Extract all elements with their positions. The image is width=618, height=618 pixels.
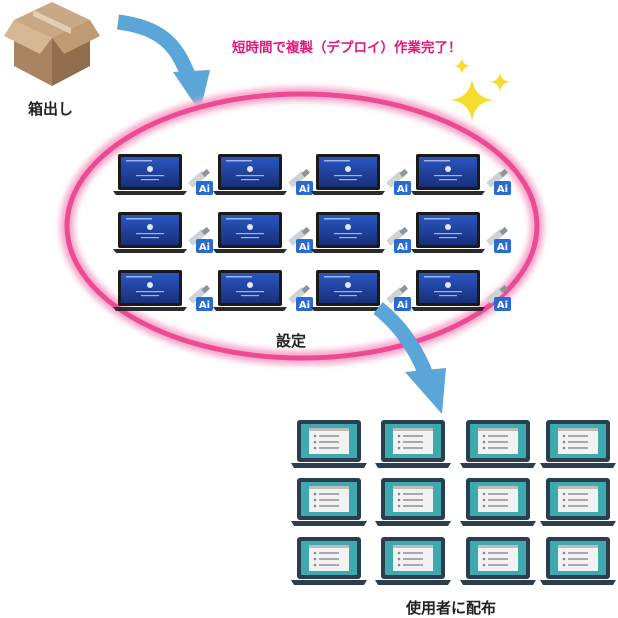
setup-ellipse (60, 87, 544, 365)
ai-badge-icon: Ai (394, 297, 411, 311)
delivered-laptop-icon (460, 478, 536, 526)
usb-drive-icon (188, 226, 210, 246)
usb-drive-icon (188, 284, 210, 304)
delivered-laptop-icon (540, 478, 616, 526)
setup-laptop-icon (113, 154, 187, 195)
ai-badge-icon: Ai (494, 297, 511, 311)
delivered-laptop-icon (291, 420, 367, 468)
distribute-label: 使用者に配布 (406, 599, 497, 617)
headline-text: 短時間で複製（デプロイ）作業完了！ (232, 40, 462, 56)
delivered-laptop-icon (375, 537, 451, 585)
setup-laptop-icon (311, 154, 385, 195)
ai-badge-icon: Ai (296, 181, 313, 195)
ai-badge-icon: Ai (196, 239, 213, 253)
delivered-laptop-icon (540, 537, 616, 585)
delivered-laptop-icon (540, 420, 616, 468)
svg-text:Ai: Ai (299, 300, 310, 311)
ai-badge-icon: Ai (394, 239, 411, 253)
delivered-laptop-icon (291, 478, 367, 526)
setup-laptop-icon (213, 212, 287, 253)
usb-drive-icon (288, 284, 310, 304)
svg-text:Ai: Ai (199, 300, 210, 311)
ai-badge-icon: Ai (296, 239, 313, 253)
setup-laptop-icon (411, 270, 485, 311)
svg-text:Ai: Ai (397, 300, 408, 311)
usb-drive-icon (386, 284, 408, 304)
svg-text:Ai: Ai (497, 242, 508, 253)
shipping-label: 箱出し (28, 100, 74, 118)
delivered-laptop-grid (291, 420, 616, 585)
ai-badge-icon: Ai (494, 239, 511, 253)
setup-laptop-icon (113, 270, 187, 311)
arrow-box-to-setup (116, 14, 210, 112)
usb-drive-icon (486, 284, 508, 304)
setup-laptop-icon (213, 154, 287, 195)
cardboard-box-icon (4, 2, 100, 86)
usb-drive-icon (288, 168, 310, 188)
delivered-laptop-icon (375, 478, 451, 526)
ai-badge-icon: Ai (196, 181, 213, 195)
setup-laptop-icon (113, 212, 187, 253)
usb-drive-icon (486, 168, 508, 188)
svg-text:Ai: Ai (199, 184, 210, 195)
setup-laptop-icon (411, 212, 485, 253)
svg-text:Ai: Ai (299, 242, 310, 253)
ai-badge-icon: Ai (494, 181, 511, 195)
usb-drive-icon (386, 226, 408, 246)
setup-laptop-icon (411, 154, 485, 195)
arrow-setup-to-users (373, 302, 446, 414)
svg-text:Ai: Ai (397, 242, 408, 253)
svg-text:Ai: Ai (299, 184, 310, 195)
setup-laptop-icon (311, 270, 385, 311)
ai-badge-icon: Ai (394, 181, 411, 195)
svg-text:Ai: Ai (497, 300, 508, 311)
delivered-laptop-icon (460, 537, 536, 585)
usb-drive-icon (386, 168, 408, 188)
svg-text:Ai: Ai (199, 242, 210, 253)
sparkle-icon (450, 58, 510, 122)
delivered-laptop-icon (460, 420, 536, 468)
svg-text:Ai: Ai (497, 184, 508, 195)
ai-badge-icon: Ai (296, 297, 313, 311)
delivered-laptop-icon (375, 420, 451, 468)
usb-drive-icon (188, 168, 210, 188)
svg-text:Ai: Ai (397, 184, 408, 195)
setup-laptop-icon (213, 270, 287, 311)
usb-drive-icon (486, 226, 508, 246)
setup-label: 設定 (276, 332, 307, 350)
ai-badge-icon: Ai (196, 297, 213, 311)
setup-laptop-icon (311, 212, 385, 253)
usb-drive-icon (288, 226, 310, 246)
delivered-laptop-icon (291, 537, 367, 585)
